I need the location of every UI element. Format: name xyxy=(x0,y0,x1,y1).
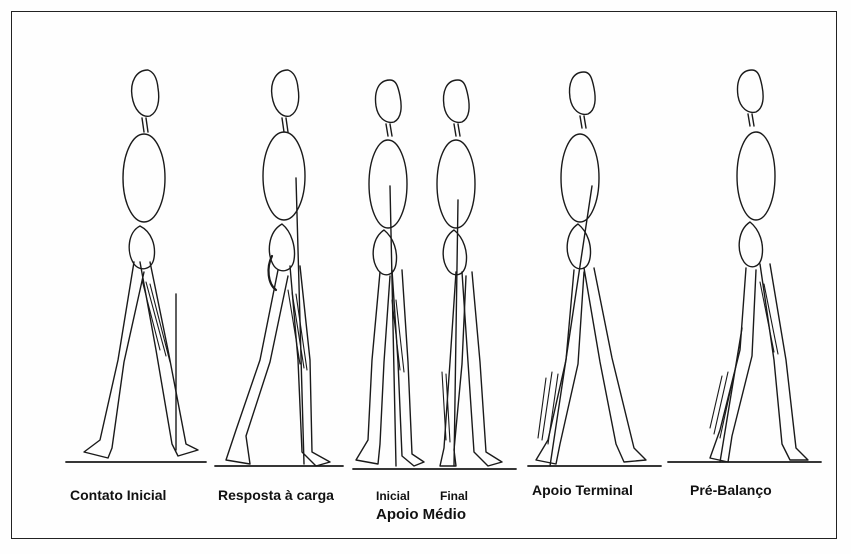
figure-resposta-carga xyxy=(226,70,330,466)
caption-apoio-terminal: Apoio Terminal xyxy=(532,482,633,498)
caption-apoio-medio: Apoio Médio xyxy=(376,506,466,523)
caption-final: Final xyxy=(440,489,468,503)
figure-apoio-medio-final xyxy=(437,80,502,466)
caption-inicial: Inicial xyxy=(376,489,410,503)
figure-apoio-medio-inicial xyxy=(356,80,424,466)
caption-contato-inicial: Contato Inicial xyxy=(70,487,166,503)
caption-pre-balanco: Pré-Balanço xyxy=(690,482,772,498)
figure-pre-balanco xyxy=(710,70,808,462)
figure-apoio-terminal xyxy=(536,72,646,466)
figure-contato-inicial xyxy=(84,70,198,458)
caption-resposta-carga: Resposta à carga xyxy=(218,487,334,503)
